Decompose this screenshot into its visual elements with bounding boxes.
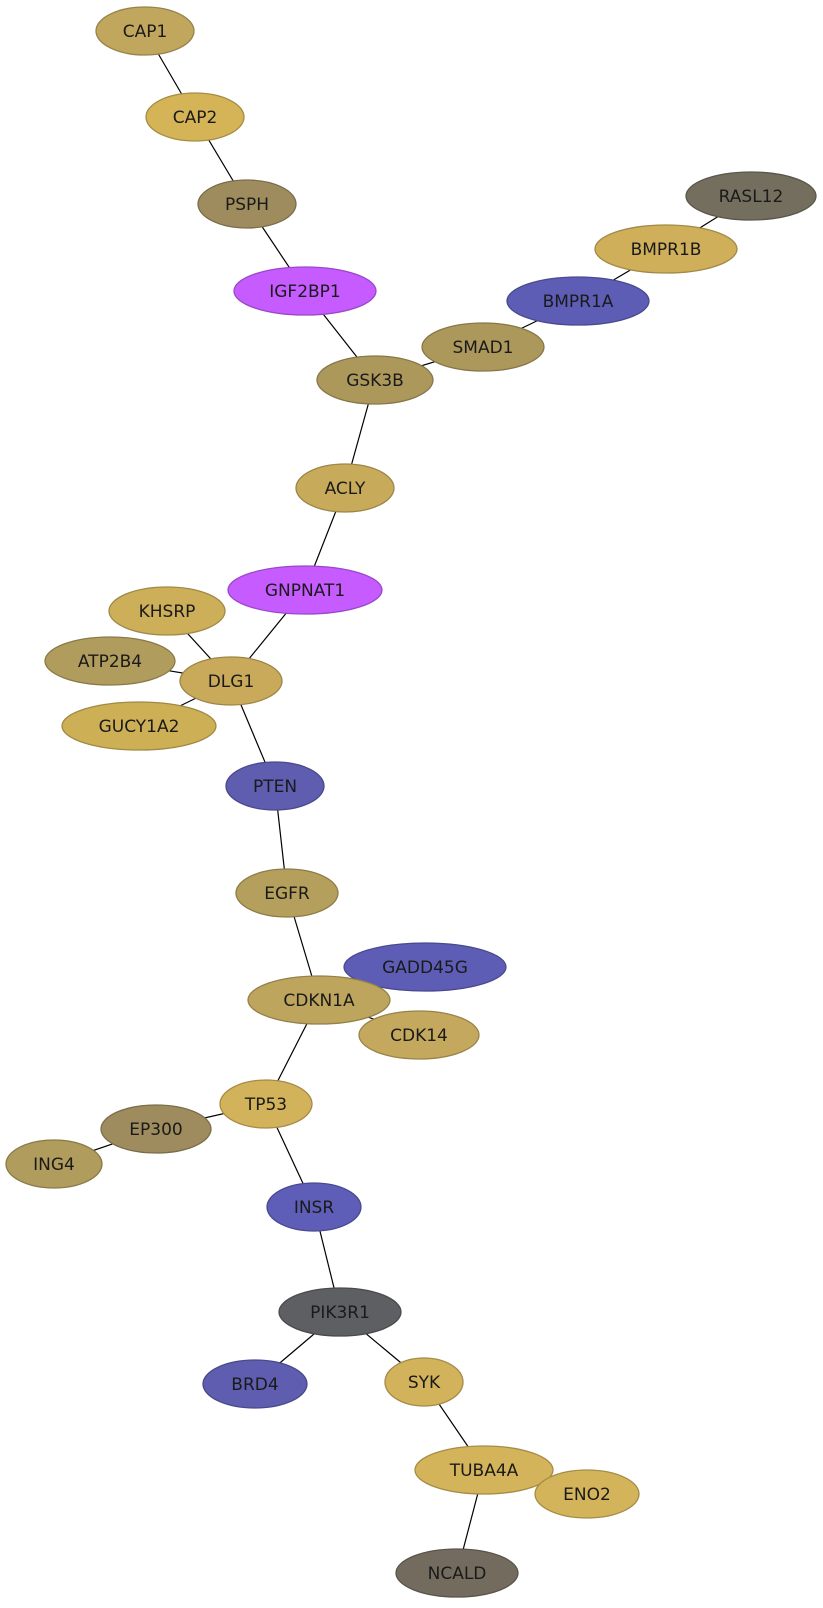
node-label: TUBA4A bbox=[449, 1461, 519, 1481]
node-label: IGF2BP1 bbox=[269, 282, 341, 302]
node-ellipse bbox=[100, 1104, 212, 1154]
node-ellipse bbox=[421, 322, 545, 372]
node-ellipse bbox=[233, 266, 377, 316]
node-gadd45g[interactable]: GADD45G bbox=[343, 942, 507, 992]
node-ellipse bbox=[414, 1445, 554, 1495]
node-ellipse bbox=[594, 224, 738, 274]
node-gucy1a2[interactable]: GUCY1A2 bbox=[61, 701, 217, 751]
node-smad1[interactable]: SMAD1 bbox=[421, 322, 545, 372]
node-ellipse bbox=[316, 355, 434, 405]
node-insr[interactable]: INSR bbox=[266, 1182, 362, 1232]
node-psph[interactable]: PSPH bbox=[197, 179, 297, 229]
node-label: CDK14 bbox=[390, 1026, 448, 1046]
node-ellipse bbox=[534, 1469, 640, 1519]
node-cap2[interactable]: CAP2 bbox=[145, 92, 245, 142]
node-gnpnat1[interactable]: GNPNAT1 bbox=[227, 565, 383, 615]
node-eno2[interactable]: ENO2 bbox=[534, 1469, 640, 1519]
node-ellipse bbox=[145, 92, 245, 142]
node-pik3r1[interactable]: PIK3R1 bbox=[278, 1287, 402, 1337]
node-label: GNPNAT1 bbox=[265, 581, 345, 601]
node-ellipse bbox=[295, 463, 395, 513]
node-ncald[interactable]: NCALD bbox=[395, 1548, 519, 1598]
node-bmpr1a[interactable]: BMPR1A bbox=[506, 276, 650, 326]
node-rasl12[interactable]: RASL12 bbox=[685, 171, 817, 221]
node-label: CAP1 bbox=[123, 22, 168, 42]
node-igf2bp1[interactable]: IGF2BP1 bbox=[233, 266, 377, 316]
node-ellipse bbox=[278, 1287, 402, 1337]
node-ellipse bbox=[506, 276, 650, 326]
node-label: EP300 bbox=[129, 1120, 182, 1140]
node-gsk3b[interactable]: GSK3B bbox=[316, 355, 434, 405]
node-ellipse bbox=[384, 1357, 464, 1407]
node-label: GUCY1A2 bbox=[99, 717, 180, 737]
node-label: CAP2 bbox=[173, 108, 218, 128]
node-label: INSR bbox=[294, 1198, 335, 1218]
node-atp2b4[interactable]: ATP2B4 bbox=[44, 636, 176, 686]
node-tuba4a[interactable]: TUBA4A bbox=[414, 1445, 554, 1495]
node-ellipse bbox=[247, 975, 391, 1025]
node-khsrp[interactable]: KHSRP bbox=[108, 586, 226, 636]
node-ellipse bbox=[202, 1359, 308, 1409]
node-ellipse bbox=[225, 761, 325, 811]
node-label: DLG1 bbox=[208, 672, 255, 692]
node-ellipse bbox=[179, 656, 283, 706]
node-label: GADD45G bbox=[382, 958, 468, 978]
node-ellipse bbox=[227, 565, 383, 615]
node-label: SYK bbox=[408, 1373, 441, 1393]
node-label: PIK3R1 bbox=[310, 1303, 370, 1323]
node-label: ENO2 bbox=[563, 1485, 611, 1505]
node-ellipse bbox=[197, 179, 297, 229]
node-label: BMPR1A bbox=[543, 292, 614, 312]
node-label: GSK3B bbox=[346, 371, 404, 391]
node-label: BMPR1B bbox=[631, 240, 702, 260]
node-acly[interactable]: ACLY bbox=[295, 463, 395, 513]
node-label: KHSRP bbox=[139, 602, 196, 622]
node-ellipse bbox=[95, 6, 195, 56]
node-ellipse bbox=[266, 1182, 362, 1232]
node-label: ACLY bbox=[325, 479, 366, 499]
node-ellipse bbox=[44, 636, 176, 686]
node-egfr[interactable]: EGFR bbox=[235, 868, 339, 918]
node-cap1[interactable]: CAP1 bbox=[95, 6, 195, 56]
node-tp53[interactable]: TP53 bbox=[219, 1079, 313, 1129]
node-ellipse bbox=[108, 586, 226, 636]
node-ellipse bbox=[358, 1010, 480, 1060]
node-label: RASL12 bbox=[719, 187, 784, 207]
node-ellipse bbox=[5, 1139, 103, 1189]
node-label: CDKN1A bbox=[283, 991, 355, 1011]
node-bmpr1b[interactable]: BMPR1B bbox=[594, 224, 738, 274]
node-label: PTEN bbox=[253, 777, 297, 797]
node-pten[interactable]: PTEN bbox=[225, 761, 325, 811]
node-ellipse bbox=[343, 942, 507, 992]
node-label: EGFR bbox=[264, 884, 310, 904]
node-dlg1[interactable]: DLG1 bbox=[179, 656, 283, 706]
node-label: NCALD bbox=[428, 1564, 487, 1584]
node-ing4[interactable]: ING4 bbox=[5, 1139, 103, 1189]
node-ellipse bbox=[61, 701, 217, 751]
node-label: ING4 bbox=[33, 1155, 75, 1175]
node-label: PSPH bbox=[225, 195, 269, 215]
node-ellipse bbox=[685, 171, 817, 221]
node-label: ATP2B4 bbox=[78, 652, 142, 672]
node-syk[interactable]: SYK bbox=[384, 1357, 464, 1407]
node-label: TP53 bbox=[244, 1095, 287, 1115]
node-brd4[interactable]: BRD4 bbox=[202, 1359, 308, 1409]
node-cdkn1a[interactable]: CDKN1A bbox=[247, 975, 391, 1025]
node-label: BRD4 bbox=[231, 1375, 278, 1395]
node-ellipse bbox=[219, 1079, 313, 1129]
node-ellipse bbox=[235, 868, 339, 918]
node-ep300[interactable]: EP300 bbox=[100, 1104, 212, 1154]
node-cdk14[interactable]: CDK14 bbox=[358, 1010, 480, 1060]
node-ellipse bbox=[395, 1548, 519, 1598]
node-label: SMAD1 bbox=[453, 338, 514, 358]
